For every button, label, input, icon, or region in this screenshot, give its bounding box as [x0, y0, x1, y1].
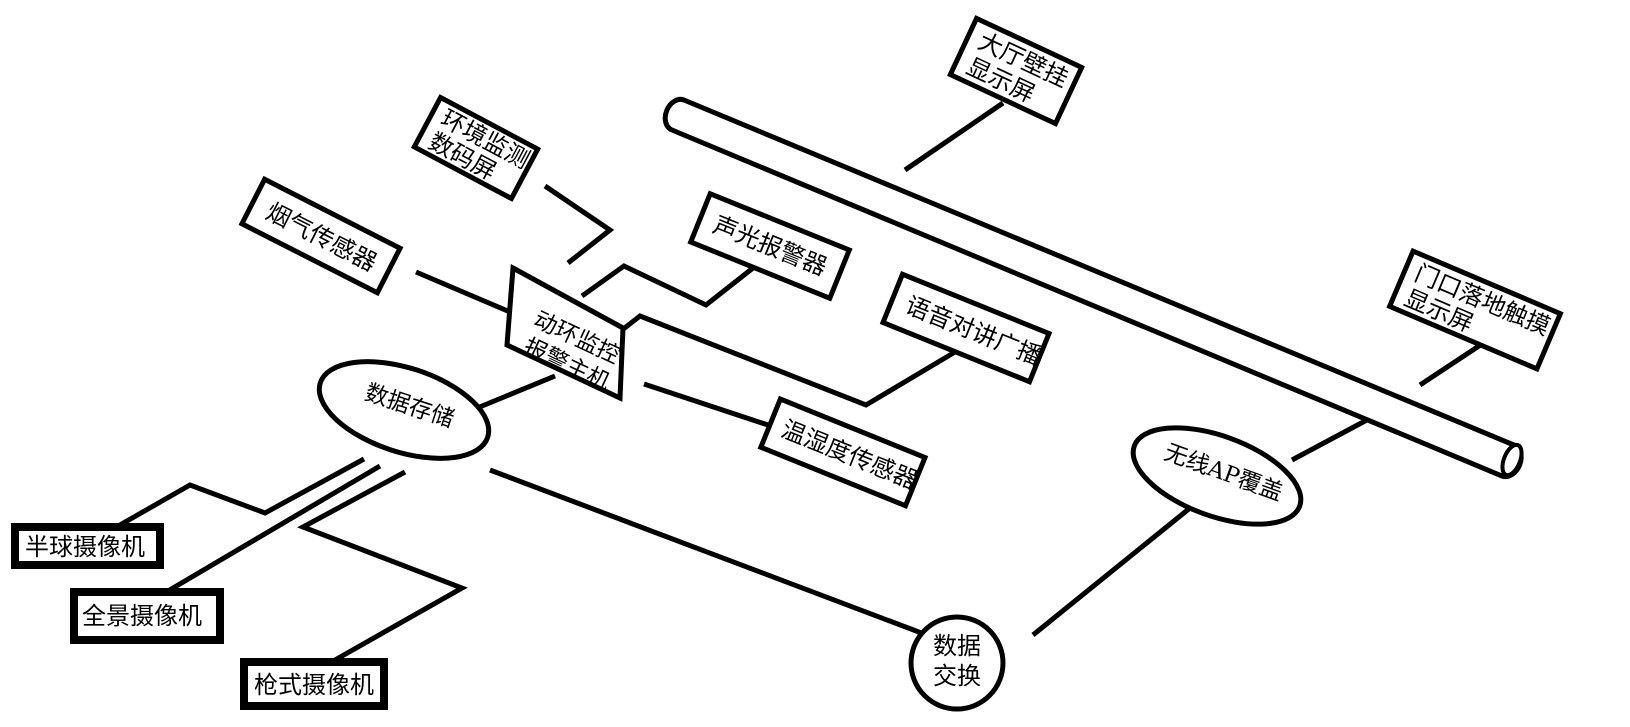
edge-env-display-host — [543, 183, 615, 265]
node-bullet-camera-label: 枪式摄像机 — [254, 671, 374, 699]
connectors — [118, 100, 1490, 663]
tube-end-cap — [1500, 442, 1524, 478]
node-sound-light-alarm[interactable]: 声光报警器 — [687, 190, 853, 302]
edge-storage-exchange — [489, 467, 941, 643]
edge-temp-host — [643, 381, 781, 432]
edge-door-display-bus — [1418, 337, 1490, 388]
node-data-exchange-line1: 数据 — [933, 632, 981, 660]
node-dome-camera-label: 半球摄像机 — [25, 533, 145, 561]
node-env-display[interactable]: 环境监测 数码屏 — [410, 94, 542, 202]
node-temp-humidity-sensor[interactable]: 温湿度传感器 — [757, 395, 929, 509]
edge-bullet-storage — [297, 469, 468, 663]
node-bullet-camera[interactable]: 枪式摄像机 — [240, 658, 388, 710]
edge-voice-host — [620, 313, 957, 408]
edge-smoke-host — [415, 269, 511, 315]
node-panoramic-camera[interactable]: 全景摄像机 — [70, 588, 224, 644]
edge-exchange-ap — [1031, 506, 1192, 637]
node-data-storage[interactable]: 数据存储 — [307, 343, 500, 477]
edge-hall-display-bus — [903, 100, 1005, 173]
node-data-exchange[interactable]: 数据 交换 — [908, 614, 1006, 712]
edge-panoramic-storage — [166, 463, 382, 594]
node-dome-camera[interactable]: 半球摄像机 — [11, 523, 164, 569]
edge-dome-storage — [118, 456, 366, 528]
node-data-exchange-line2: 交换 — [933, 662, 981, 690]
edge-sound-alarm-host — [580, 263, 755, 308]
node-smoke-sensor[interactable]: 烟气传感器 — [238, 175, 404, 297]
node-alarm-host[interactable]: 动环监控 报警主机 — [504, 263, 626, 402]
node-voice-intercom[interactable]: 语音对讲广播 — [879, 271, 1053, 385]
node-wireless-ap[interactable]: 无线AP覆盖 — [1121, 408, 1314, 543]
display-bus-tube — [662, 96, 1524, 480]
node-hall-display[interactable]: 大厅壁挂 显示屏 — [947, 15, 1085, 127]
node-panoramic-camera-label: 全景摄像机 — [82, 602, 202, 630]
